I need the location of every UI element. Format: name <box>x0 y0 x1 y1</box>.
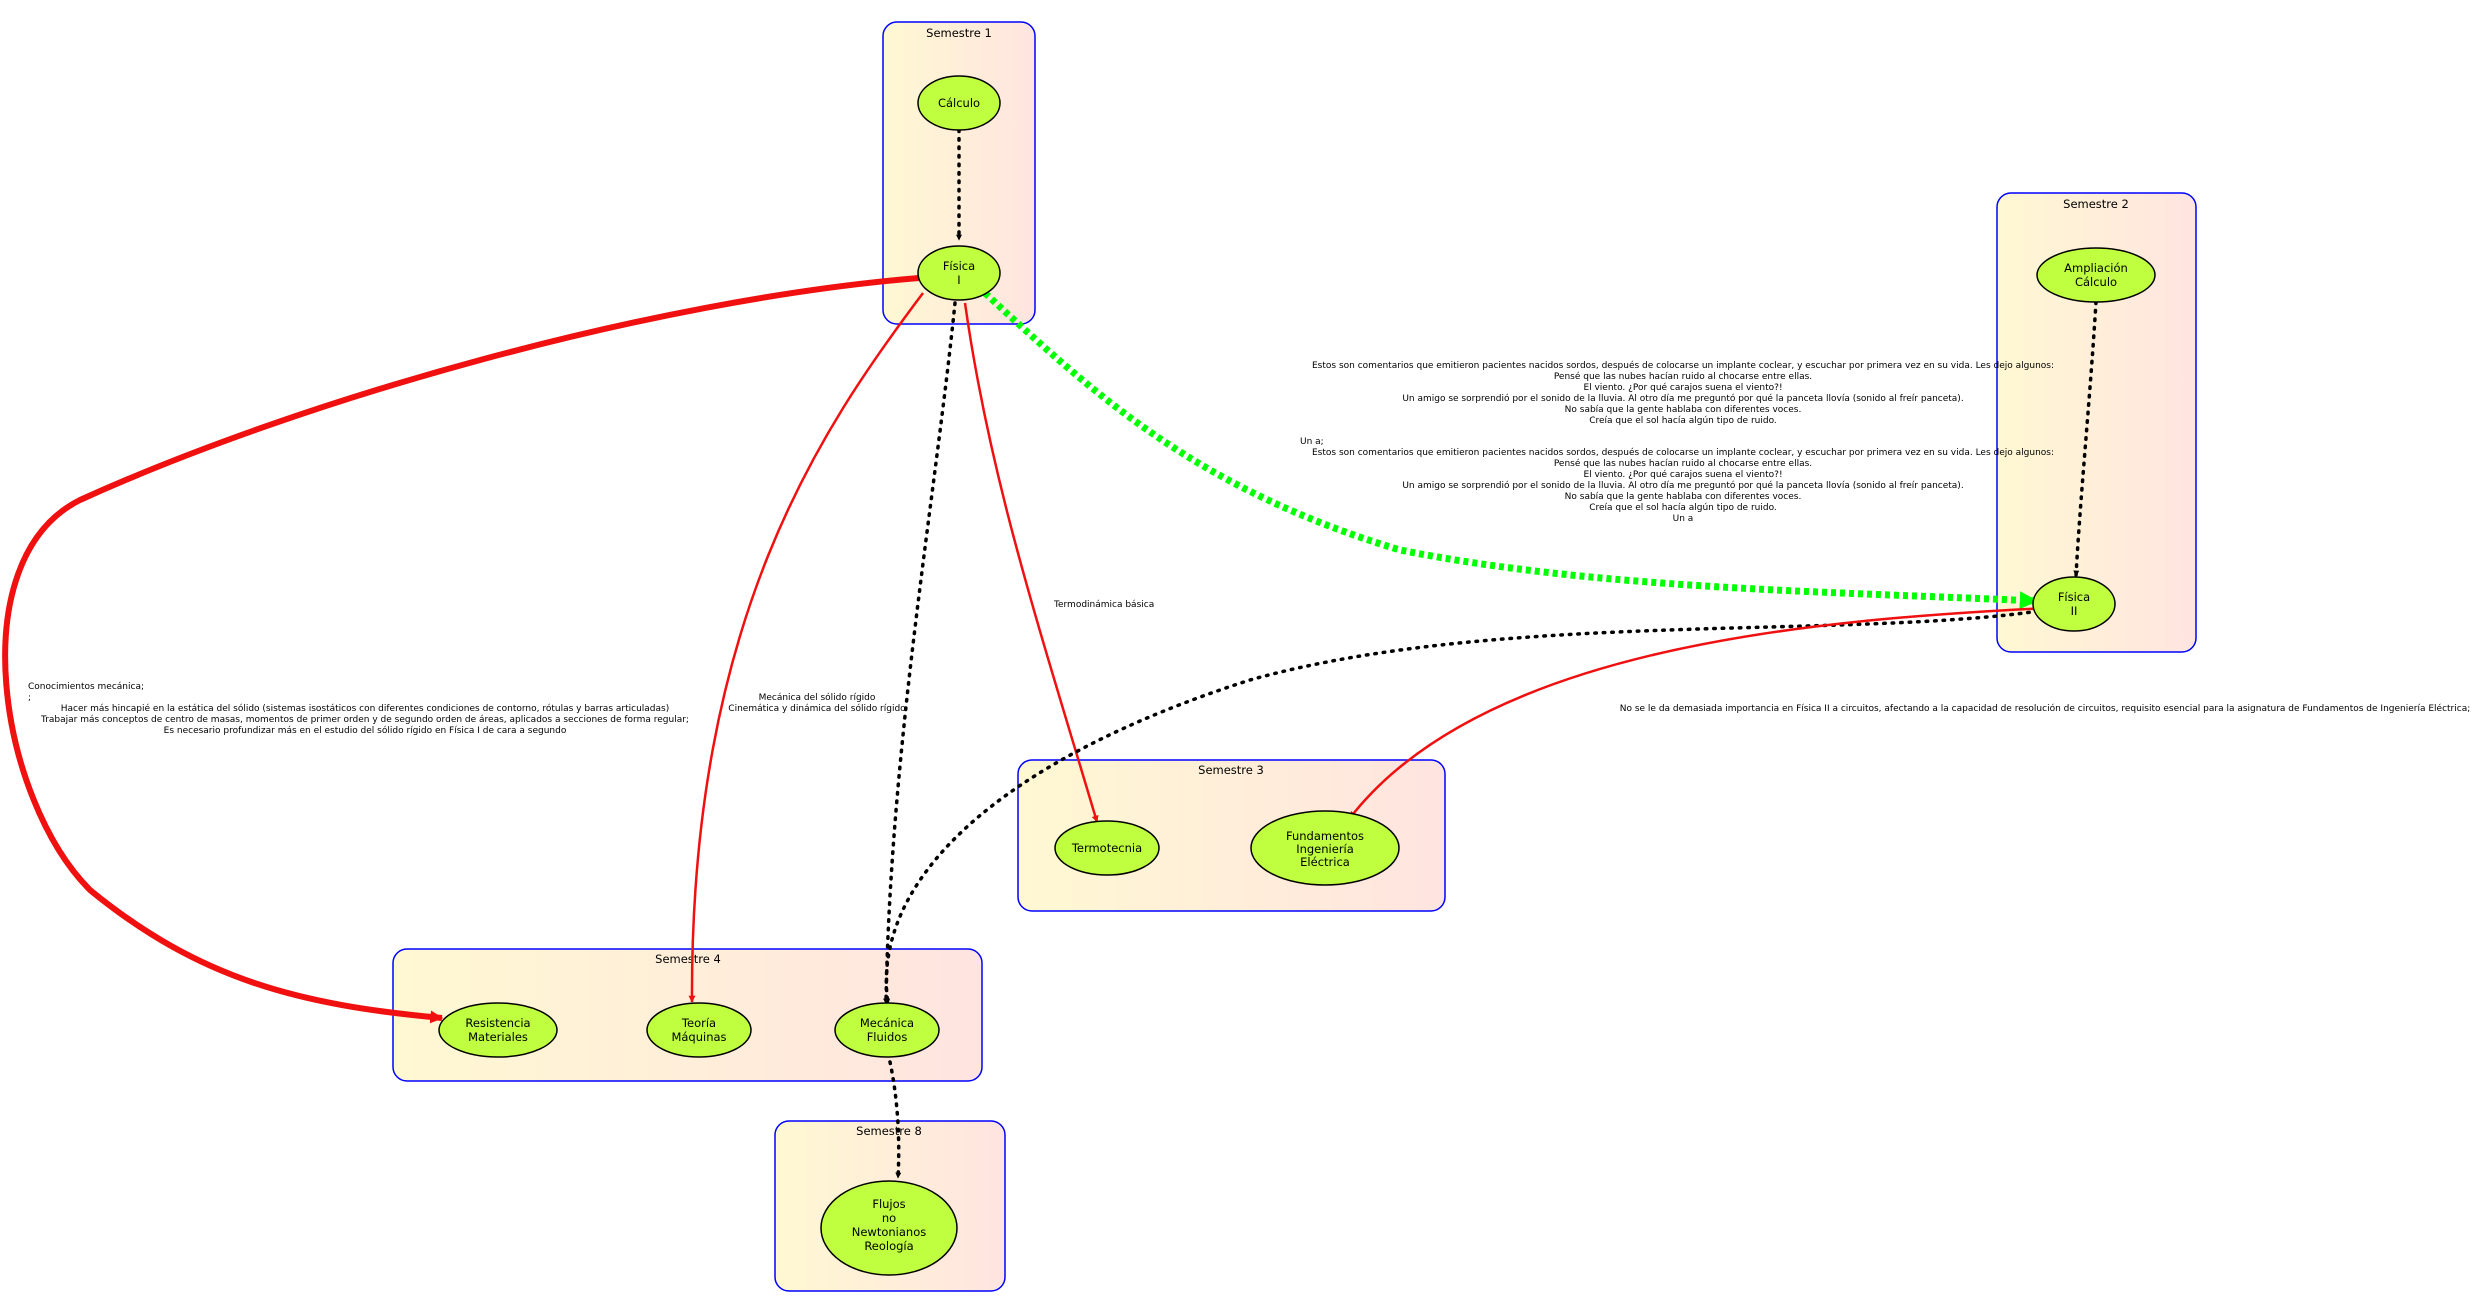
node-label: Física <box>2058 590 2090 604</box>
edge-label-line: Creía que el sol hacía algún tipo de rui… <box>1589 416 1777 426</box>
edge-label-line: Estos son comentarios que emitieron paci… <box>1312 360 2054 371</box>
edge-fisica1-resistencia <box>2 275 920 1024</box>
node-label: Flujos <box>872 1197 905 1211</box>
edge-label-line: Creía que el sol hacía algún tipo de rui… <box>1589 503 1777 513</box>
node-fundamentos-ingenieria-electrica: Fundamentos Ingeniería Eléctrica <box>1250 810 1400 886</box>
node-label: II <box>2071 604 2078 618</box>
node-label: Cálculo <box>2075 275 2117 289</box>
edge-label-fisica1-teoria: Mecánica del sólido rígido Cinemática y … <box>728 692 906 714</box>
edge-fisica1-mecanica <box>883 301 957 1006</box>
node-teoria-maquinas: Teoría Máquinas <box>646 1002 752 1058</box>
edge-label-line: Mecánica del sólido rígido <box>759 692 876 703</box>
node-label: Resistencia <box>465 1016 530 1030</box>
node-label: Fluidos <box>867 1030 908 1044</box>
edge-ampliacion-fisica2 <box>2073 300 2098 578</box>
node-label: Ampliación <box>2064 261 2128 275</box>
node-label: Reología <box>864 1239 913 1253</box>
edge-label-line: El viento. ¿Por qué carajos suena el vie… <box>1583 469 1782 480</box>
node-label: Física <box>943 259 975 273</box>
node-label: Mecánica <box>860 1016 914 1030</box>
edge-label-line: Cinemática y dinámica del sólido rígido <box>728 703 906 714</box>
edge-label-fisica1-termotecnia: Termodinámica básica <box>1053 600 1154 610</box>
edge-label-line: El viento. ¿Por qué carajos suena el vie… <box>1583 382 1782 393</box>
node-label: Cálculo <box>938 96 980 110</box>
node-label: Ingeniería <box>1296 842 1354 856</box>
cluster-semestre-2: Semestre 2 <box>1996 192 2197 653</box>
edge-label-line: Un a <box>1673 514 1694 524</box>
edge-label-line: No sabía que la gente hablaba con difere… <box>1565 405 1802 415</box>
edge-label-line: Pensé que las nubes hacían ruido al choc… <box>1554 458 1812 469</box>
node-label: I <box>957 273 960 287</box>
edge-label-line: Un amigo se sorprendió por el sonido de … <box>1402 480 1963 491</box>
edge-label-line: No sabía que la gente hablaba con difere… <box>1565 492 1802 502</box>
edge-label-fisica1-fisica2: Estos son comentarios que emitieron paci… <box>1300 360 2054 524</box>
cluster-title: Semestre 3 <box>1198 763 1264 777</box>
node-flujos-no-newtonianos-reologia: Flujos no Newtonianos Reología <box>820 1180 958 1276</box>
edge-fisica1-teoria <box>688 292 924 1003</box>
cluster-title: Semestre 2 <box>2063 197 2129 211</box>
node-label: Máquinas <box>671 1030 726 1044</box>
edge-label-line: Trabajar más conceptos de centro de masa… <box>40 715 689 725</box>
edge-label-line: Un amigo se sorprendió por el sonido de … <box>1402 393 1963 404</box>
node-mecanica-fluidos: Mecánica Fluidos <box>834 1002 940 1058</box>
edge-fisica1-termotecnia <box>963 302 1099 823</box>
node-calculo: Cálculo <box>917 75 1001 131</box>
edge-label-line: Conocimientos mecánica; <box>28 682 144 692</box>
node-fisica-1: Física I <box>917 245 1001 301</box>
node-fisica-2: Física II <box>2032 576 2116 632</box>
node-label: Termotecnia <box>1071 841 1142 855</box>
node-label: Materiales <box>468 1030 528 1044</box>
edge-label-line: Es necesario profundizar más en el estud… <box>164 725 567 736</box>
edge-label-line: Un a; <box>1300 437 1324 447</box>
edge-label-line: Pensé que las nubes hacían ruido al choc… <box>1554 371 1812 382</box>
node-resistencia-materiales: Resistencia Materiales <box>438 1002 558 1058</box>
node-termotecnia: Termotecnia <box>1054 820 1160 876</box>
edge-label-line: Hacer más hincapié en la estática del só… <box>61 703 669 714</box>
edge-fisica2-mecanica <box>884 608 2048 1006</box>
edge-label-fisica1-resistencia: Conocimientos mecánica; ; Hacer más hinc… <box>28 682 689 736</box>
edge-mecanica-flujos <box>888 1060 902 1180</box>
edge-label-fisica2-fundamentos: No se le da demasiada importancia en Fís… <box>1620 703 2471 714</box>
edge-fisica2-fundamentos <box>1349 606 2049 819</box>
cluster-title: Semestre 1 <box>926 26 992 40</box>
node-label: Eléctrica <box>1300 855 1350 869</box>
node-label: Teoría <box>681 1016 716 1030</box>
node-label: no <box>882 1211 896 1225</box>
node-label: Fundamentos <box>1286 829 1364 843</box>
edge-fisica1-fisica2 <box>982 290 2038 610</box>
cluster-title: Semestre 4 <box>655 952 721 966</box>
cluster-title: Semestre 8 <box>856 1124 922 1138</box>
node-ampliacion-calculo: Ampliación Cálculo <box>2036 247 2156 303</box>
edge-label-line: ; <box>28 693 31 703</box>
node-label: Newtonianos <box>852 1225 926 1239</box>
edge-label-line: Estos son comentarios que emitieron paci… <box>1312 447 2054 458</box>
